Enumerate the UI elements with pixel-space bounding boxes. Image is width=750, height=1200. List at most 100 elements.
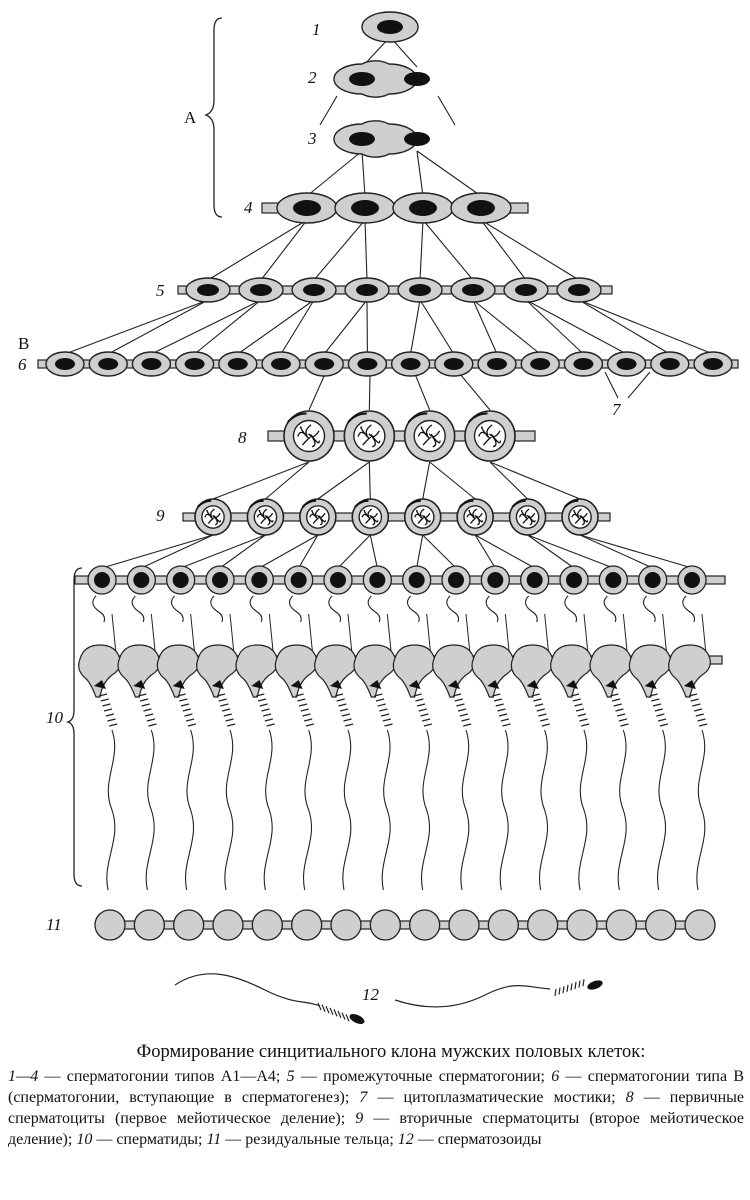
- caption-num: 12: [397, 1131, 414, 1148]
- midpiece-ring: [611, 698, 621, 702]
- sperm-head: [408, 680, 421, 689]
- midpiece-ring: [582, 979, 585, 987]
- sperm-head: [133, 680, 146, 689]
- lineage-line: [472, 299, 498, 355]
- lineage-line: [416, 534, 424, 569]
- cytoplasmic-bridge: [74, 575, 726, 585]
- midpiece-ring: [566, 984, 569, 992]
- sperm-head: [330, 680, 342, 689]
- lineage-line: [662, 613, 668, 655]
- chromosomes: [417, 424, 441, 448]
- midpiece-ring: [343, 718, 352, 722]
- flagellum-bud: [92, 595, 106, 623]
- elongating-spermatid: [471, 644, 515, 698]
- caption-text: — первичные сперматоциты (первое мейотич…: [8, 1089, 745, 1127]
- sperm-head: [587, 980, 603, 990]
- residual-body: [133, 909, 165, 941]
- caption-num: 10: [76, 1131, 93, 1148]
- elongating-spermatid: [668, 644, 711, 698]
- midpiece-ring: [454, 698, 463, 702]
- residual-body: [684, 909, 716, 941]
- sperm-head: [526, 680, 539, 689]
- elongating-spermatid: [353, 644, 397, 698]
- lineage-line: [268, 613, 274, 655]
- sperm-tail: [421, 729, 431, 891]
- nucleus: [55, 358, 75, 370]
- stage-label-11: 11: [46, 915, 62, 934]
- midpiece-ring: [227, 723, 236, 727]
- centrosome: [196, 499, 212, 508]
- midpiece-ring: [558, 987, 561, 995]
- nucleus: [197, 284, 219, 296]
- nucleus: [314, 358, 335, 370]
- chromosomes: [466, 508, 484, 526]
- stage-label-12: 12: [362, 985, 379, 1004]
- nucleus: [530, 358, 551, 370]
- midpiece-ring: [216, 693, 226, 697]
- nucleus: [404, 72, 430, 86]
- midpiece-ring: [98, 693, 108, 697]
- lineage-line: [368, 373, 371, 411]
- bridge-pointer: [627, 371, 651, 399]
- midpiece-ring: [297, 698, 306, 702]
- elongating-spermatid: [156, 644, 200, 698]
- midpiece-ring: [457, 708, 467, 712]
- lineage-line: [280, 299, 315, 355]
- stage-label-4: 4: [244, 198, 253, 217]
- residual-body: [487, 909, 519, 941]
- midpiece-ring: [180, 703, 190, 707]
- nucleus: [369, 572, 386, 588]
- midpiece-ring: [541, 723, 551, 727]
- midpiece-ring: [531, 693, 540, 697]
- lineage-line: [369, 534, 378, 569]
- stage-label-10: 10: [46, 708, 63, 727]
- midpiece-ring: [495, 703, 504, 707]
- residual-body: [448, 909, 480, 941]
- sperm-tail: [499, 729, 509, 891]
- residual-body: [527, 909, 559, 941]
- residual-body: [330, 909, 362, 941]
- lineage-line: [527, 534, 575, 569]
- lineage-line: [151, 299, 262, 355]
- midpiece-ring: [187, 723, 197, 727]
- midpiece-ring: [540, 718, 549, 722]
- sperm-head: [487, 680, 500, 689]
- group-label-a: A: [184, 108, 197, 127]
- stage-label-1: 1: [312, 20, 321, 39]
- flagellum-bud: [564, 595, 578, 623]
- lineage-line: [701, 613, 707, 655]
- sperm-tail: [657, 729, 667, 891]
- nucleus: [349, 72, 375, 86]
- lineage-line: [259, 534, 319, 569]
- midpiece-ring: [141, 703, 150, 707]
- lineage-line: [308, 373, 326, 411]
- elongating-spermatid: [550, 644, 593, 698]
- lineage-line: [422, 534, 457, 569]
- midpiece-ring: [325, 1005, 330, 1014]
- midpiece-ring: [575, 708, 585, 712]
- lineage-line: [229, 613, 235, 655]
- midpiece-ring: [456, 703, 465, 707]
- lineage-line: [504, 613, 510, 655]
- midpiece-ring: [536, 708, 545, 712]
- midpiece-ring: [500, 718, 509, 722]
- chromosomes: [413, 508, 431, 526]
- centrosome: [407, 412, 428, 423]
- sperm-tail: [460, 729, 470, 891]
- midpiece-ring: [223, 713, 232, 717]
- midpiece-ring: [302, 713, 311, 717]
- elongating-spermatid: [589, 644, 633, 698]
- cytoplasmic-bridge: [37, 359, 739, 369]
- chromosomes: [256, 508, 274, 526]
- midpiece-ring: [652, 703, 662, 707]
- midpiece-ring: [497, 708, 506, 712]
- nucleus: [357, 358, 378, 370]
- midpiece-ring: [337, 1010, 342, 1019]
- midpiece-ring: [699, 723, 708, 727]
- flagellum-bud: [170, 595, 184, 623]
- stage-label-9: 9: [156, 506, 165, 525]
- midpiece-ring: [305, 723, 315, 727]
- centrosome: [406, 499, 421, 508]
- lineage-line: [319, 95, 338, 126]
- lineage-line: [410, 299, 421, 355]
